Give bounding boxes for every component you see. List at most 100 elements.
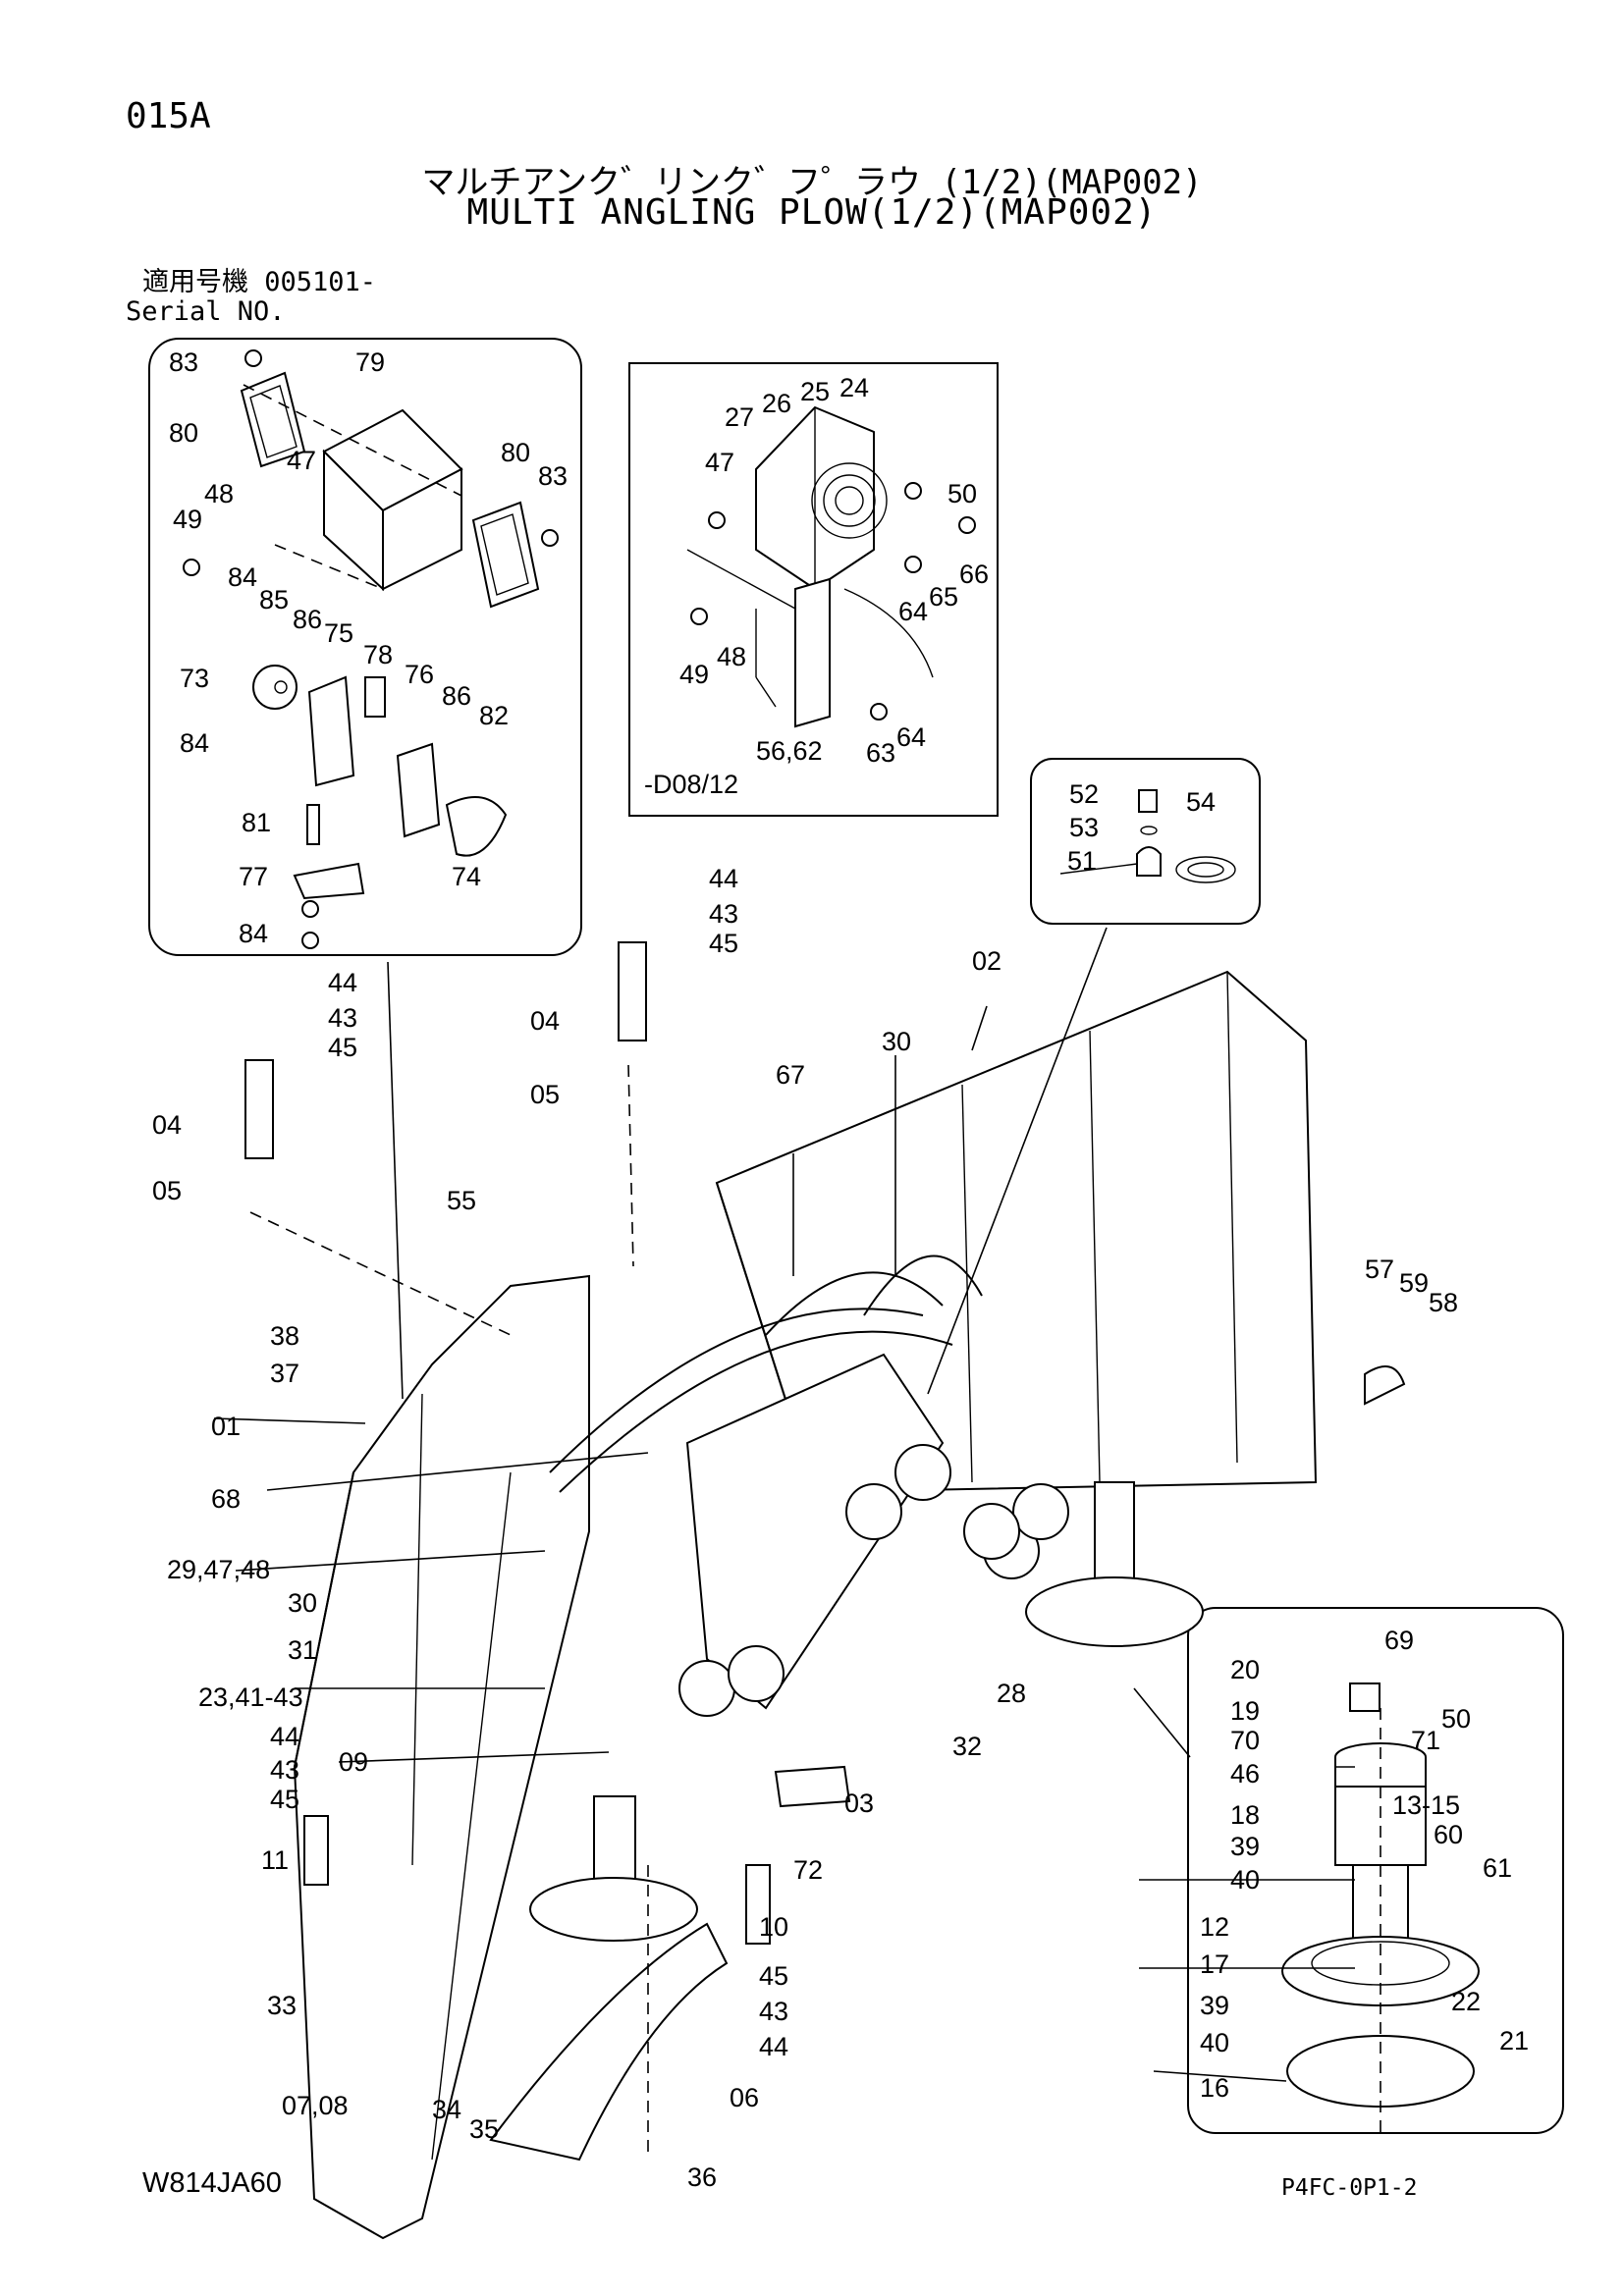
callout: 73: [180, 664, 209, 693]
callout: 64: [896, 722, 926, 752]
callout: 80: [169, 418, 198, 448]
callout: 63: [866, 738, 895, 768]
callout: 54: [1186, 787, 1216, 817]
title-japanese: マルチアンク゛リンク゛フ゜ラウ (1/2)(MAP002): [421, 163, 1203, 202]
callout: 22: [1451, 1987, 1481, 2016]
callouts-detail-light-bracket: 83 79 80 47 48 49 80 83 84 85 86 75 78 7…: [169, 347, 568, 948]
callout: 09: [339, 1747, 368, 1777]
callout: 20: [1230, 1655, 1260, 1684]
callout: 75: [324, 618, 353, 648]
callout: 50: [947, 479, 977, 508]
callout: 27: [725, 402, 754, 432]
callout: 33: [267, 1991, 297, 2020]
callout: 45: [759, 1961, 788, 1991]
callout: 03: [844, 1789, 874, 1818]
callout: 44: [709, 864, 738, 893]
detail-lamp-box-parts: [686, 405, 976, 728]
callout: 05: [152, 1176, 182, 1205]
callout: 05: [530, 1080, 560, 1109]
callout: 31: [288, 1635, 317, 1665]
detail-pivot-parts: [1281, 1682, 1480, 2140]
callout: 50: [1441, 1704, 1471, 1734]
callout: 01: [211, 1412, 241, 1441]
callout: 47: [705, 448, 734, 477]
serial-label-japanese: 適用号機 005101-: [142, 267, 377, 297]
callouts-detail-pivot: 20 69 19 70 71 50 46 18 13-15 39 60 40 6…: [1200, 1626, 1529, 2103]
callout: 45: [709, 929, 738, 958]
callout: 77: [239, 862, 268, 891]
callout: 10: [759, 1912, 788, 1942]
callout: 29,47,48: [167, 1555, 270, 1584]
callout: 60: [1434, 1820, 1463, 1849]
detail-clamp-parts: [1059, 789, 1236, 883]
callout: 82: [479, 701, 509, 730]
callout: 76: [405, 660, 434, 689]
callout: 12: [1200, 1912, 1229, 1942]
callout: 80: [501, 438, 530, 467]
detail-light-bracket-parts: [183, 349, 559, 949]
callout: 16: [1200, 2073, 1229, 2103]
page-reference: P4FC-0P1-2: [1281, 2175, 1418, 2201]
callout: 40: [1230, 1865, 1260, 1895]
callout: 56,62: [756, 736, 823, 766]
leader-lines: [213, 927, 1355, 2082]
callout: 45: [328, 1033, 357, 1062]
callout: 04: [152, 1110, 182, 1140]
callout: 70: [1230, 1726, 1260, 1755]
callout: 39: [1230, 1832, 1260, 1861]
callout: 49: [173, 505, 202, 534]
callout: 30: [288, 1588, 317, 1618]
callout: 17: [1200, 1949, 1229, 1979]
callout: 44: [759, 2032, 788, 2061]
callout: 72: [793, 1855, 823, 1885]
callout: 44: [270, 1722, 299, 1751]
detail-frame-pivot: [1187, 1607, 1564, 2134]
serial-label-english: Serial NO.: [126, 296, 286, 327]
callout: 48: [204, 479, 234, 508]
callout: 81: [242, 808, 271, 837]
callout: 64: [898, 597, 928, 626]
callout: 43: [270, 1755, 299, 1785]
callout: 11: [261, 1845, 289, 1875]
callout: 53: [1069, 813, 1099, 842]
callout: 83: [169, 347, 198, 377]
callout: 25: [800, 377, 830, 406]
callout: 34: [432, 2095, 461, 2124]
callout: 61: [1483, 1853, 1512, 1883]
callout: 39: [1200, 1991, 1229, 2020]
callout: 06: [730, 2083, 759, 2112]
callout: 32: [952, 1732, 982, 1761]
callout: 35: [469, 2114, 499, 2144]
callout: 58: [1429, 1288, 1458, 1317]
callout: 79: [355, 347, 385, 377]
callout: 59: [1399, 1268, 1429, 1298]
callout: 37: [270, 1359, 299, 1388]
plow-assembly: [244, 941, 1406, 2240]
callouts-main-assembly: 44 43 45 04 05 02 30 67 44 43 45 04 05 5…: [152, 864, 1458, 2192]
callout: 44: [328, 968, 357, 997]
callout: 83: [538, 461, 568, 491]
callout: 24: [839, 373, 869, 402]
callout: 30: [882, 1027, 911, 1056]
callout: 45: [270, 1785, 299, 1814]
callout: 74: [452, 862, 481, 891]
callout: 21: [1499, 2026, 1529, 2056]
drawing-number: W814JA60: [142, 2167, 282, 2199]
callout: 71: [1411, 1726, 1440, 1755]
callout: 57: [1365, 1255, 1394, 1284]
detail-frame-lamp-box: [628, 362, 999, 817]
callout: 13-15: [1392, 1790, 1460, 1820]
callout: 48: [717, 642, 746, 671]
detail-frame-light-bracket: [148, 338, 582, 956]
callout: 55: [447, 1186, 476, 1215]
callout: 04: [530, 1006, 560, 1036]
detail-frame-clamp: [1030, 758, 1261, 925]
callout: 78: [363, 640, 393, 669]
detail-note: -D08/12: [644, 770, 738, 799]
callout: 07,08: [282, 2091, 349, 2120]
callout: 23,41-43: [198, 1682, 303, 1712]
callout: 18: [1230, 1800, 1260, 1830]
callouts-detail-lamp-box: 27 26 25 24 47 50 49 48 64 65 66 56,62 6…: [679, 373, 989, 768]
callout: 36: [687, 2163, 717, 2192]
